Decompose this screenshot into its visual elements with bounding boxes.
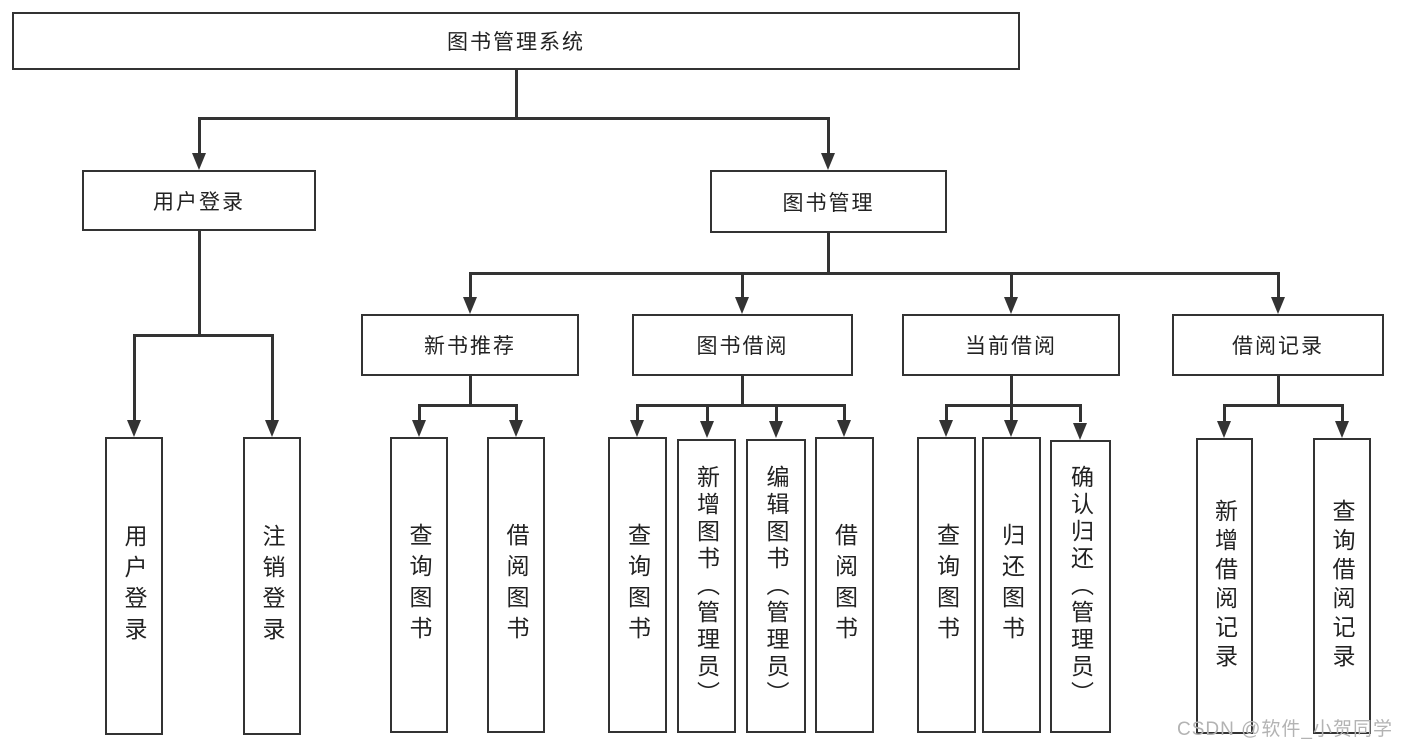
leaf-edit-books-admin: 编辑图书（管理员） xyxy=(746,439,806,733)
arrow-return-books xyxy=(1004,420,1018,437)
connector-drop-borrow-books-1 xyxy=(515,404,518,422)
leaf-return-books: 归还图书 xyxy=(982,437,1041,733)
connector-current-borrow-stem xyxy=(1010,376,1013,406)
connector-level2-bar xyxy=(198,117,830,120)
node-book-management: 图书管理 xyxy=(710,170,947,233)
leaf-add-borrow-record: 新增借阅记录 xyxy=(1196,438,1253,734)
connector-current-borrow-bar xyxy=(945,404,1081,407)
connector-root-stem xyxy=(515,70,518,119)
arrow-leaf-user-login xyxy=(127,420,141,437)
connector-drop-query-borrow-record xyxy=(1341,404,1344,422)
connector-drop-return-books xyxy=(1010,404,1013,422)
connector-user-login-stem xyxy=(198,231,201,336)
connector-new-book-recommend-bar xyxy=(418,404,517,407)
connector-drop-add-borrow-record xyxy=(1223,404,1226,422)
connector-borrow-record-stem xyxy=(1277,376,1280,406)
node-library-management-system: 图书管理系统 xyxy=(12,12,1020,70)
arrow-confirm-return xyxy=(1073,423,1087,440)
connector-drop-borrow-record xyxy=(1277,272,1280,298)
node-borrow-record: 借阅记录 xyxy=(1172,314,1384,376)
connector-drop-query-books-2 xyxy=(636,404,639,422)
leaf-borrow-books-borrow: 借阅图书 xyxy=(815,437,874,733)
node-user-login: 用户登录 xyxy=(82,170,316,231)
leaf-query-books-newrec: 查询图书 xyxy=(390,437,448,733)
connector-drop-current-borrow xyxy=(1010,272,1013,298)
connector-drop-leaf-logout xyxy=(271,334,274,421)
leaf-logout-login: 注销登录 xyxy=(243,437,301,735)
arrow-query-books-1 xyxy=(412,420,426,437)
connector-drop-book-management xyxy=(827,117,830,154)
connector-drop-confirm-return xyxy=(1079,404,1082,422)
arrow-query-books-3 xyxy=(939,420,953,437)
arrow-leaf-logout xyxy=(265,420,279,437)
arrow-query-books-2 xyxy=(630,420,644,437)
arrow-book-management xyxy=(821,153,835,170)
connector-drop-edit-books xyxy=(775,404,778,422)
connector-book-borrow-bar xyxy=(636,404,845,407)
connector-drop-new-book-recommend xyxy=(469,272,472,298)
connector-drop-query-books-3 xyxy=(945,404,948,422)
leaf-confirm-return-admin: 确认归还（管理员） xyxy=(1050,440,1111,733)
arrow-user-login xyxy=(192,153,206,170)
connector-book-management-stem xyxy=(827,233,830,274)
leaf-borrow-books-newrec: 借阅图书 xyxy=(487,437,545,733)
node-new-book-recommend: 新书推荐 xyxy=(361,314,579,376)
connector-book-borrow-stem xyxy=(741,376,744,406)
connector-drop-user-login xyxy=(198,117,201,154)
arrow-book-borrow xyxy=(735,297,749,314)
arrow-edit-books xyxy=(769,421,783,438)
leaf-query-borrow-record: 查询借阅记录 xyxy=(1313,438,1371,734)
leaf-add-books-admin: 新增图书（管理员） xyxy=(677,439,736,733)
arrow-borrow-books-2 xyxy=(837,420,851,437)
node-book-borrow: 图书借阅 xyxy=(632,314,853,376)
connector-drop-book-borrow xyxy=(741,272,744,298)
arrow-current-borrow xyxy=(1004,297,1018,314)
connector-level3-bar xyxy=(469,272,1279,275)
arrow-add-books xyxy=(700,421,714,438)
leaf-query-books-borrow: 查询图书 xyxy=(608,437,667,733)
arrow-new-book-recommend xyxy=(463,297,477,314)
arrow-add-borrow-record xyxy=(1217,421,1231,438)
connector-drop-add-books xyxy=(706,404,709,422)
leaf-user-login: 用户登录 xyxy=(105,437,163,735)
arrow-query-borrow-record xyxy=(1335,421,1349,438)
connector-user-login-bar xyxy=(133,334,273,337)
arrow-borrow-books-1 xyxy=(509,420,523,437)
connector-drop-borrow-books-2 xyxy=(843,404,846,422)
connector-drop-query-books-1 xyxy=(418,404,421,422)
arrow-borrow-record xyxy=(1271,297,1285,314)
node-current-borrow: 当前借阅 xyxy=(902,314,1120,376)
connector-borrow-record-bar xyxy=(1223,404,1343,407)
leaf-query-books-current: 查询图书 xyxy=(917,437,976,733)
connector-drop-leaf-user-login xyxy=(133,334,136,421)
csdn-watermark: CSDN @软件_小贺同学 xyxy=(1177,719,1393,740)
connector-new-book-recommend-stem xyxy=(469,376,472,406)
